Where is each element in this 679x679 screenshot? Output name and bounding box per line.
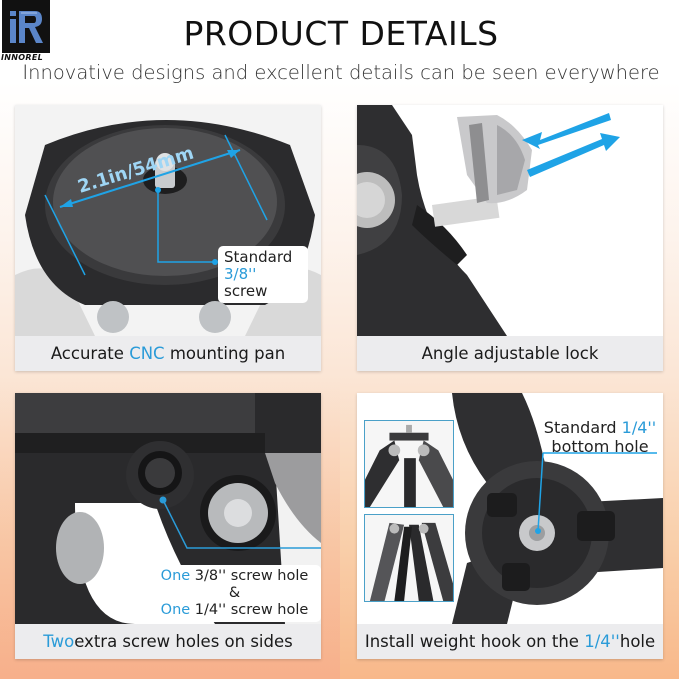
callout-accent: 1/4'' bbox=[621, 418, 657, 437]
bottom-hole-callout: Standard 1/4'' bottom hole bbox=[537, 415, 663, 459]
callout-line: One 1/4'' screw hole bbox=[154, 602, 315, 619]
callout-accent: 3/8'' bbox=[224, 265, 257, 283]
brand-name: INNOREL bbox=[1, 53, 43, 62]
innorel-logo-icon bbox=[10, 10, 43, 43]
callout-text: Standard bbox=[543, 418, 622, 437]
panel-angle-lock: Angle adjustable lock bbox=[357, 105, 663, 371]
panel-caption: Angle adjustable lock bbox=[357, 336, 663, 371]
panel-screw-holes: One 3/8'' screw hole & One 1/4'' screw h… bbox=[15, 393, 321, 659]
callout-line: bottom hole bbox=[551, 437, 649, 456]
caption-text: Install weight hook on the bbox=[364, 632, 579, 651]
screw-callout: Standard 3/8'' screw bbox=[218, 246, 308, 303]
panel-caption: Two extra screw holes on sides bbox=[15, 624, 321, 659]
callout-text: 3/8'' screw hole bbox=[190, 568, 309, 584]
callout-line: 3/8'' screw bbox=[224, 266, 302, 300]
caption-text: Angle adjustable lock bbox=[421, 344, 599, 363]
page-subtitle: Innovative designs and excellent details… bbox=[22, 61, 660, 84]
callout-line: Standard bbox=[224, 248, 293, 266]
panel-caption: Install weight hook on the 1/4'' hole bbox=[357, 624, 663, 659]
panel-caption: Accurate CNC mounting pan bbox=[15, 336, 321, 371]
panel-weight-hook: Standard 1/4'' bottom hole Install weigh… bbox=[357, 393, 663, 659]
panel-mounting-pan: 2.1in/54mm Standard 3/8'' screw Accurate… bbox=[15, 105, 321, 371]
callout-text: 1/4'' screw hole bbox=[190, 602, 309, 618]
caption-accent: 1/4'' bbox=[584, 632, 620, 651]
callout-line: Standard 1/4'' bbox=[543, 418, 657, 437]
brand-logo bbox=[2, 0, 50, 53]
caption-text: mounting pan bbox=[169, 344, 286, 363]
screw-holes-callout: One 3/8'' screw hole & One 1/4'' screw h… bbox=[148, 565, 321, 622]
caption-text: hole bbox=[619, 632, 656, 651]
callout-line: One 3/8'' screw hole bbox=[154, 568, 315, 585]
caption-text: Accurate bbox=[50, 344, 124, 363]
tripod-inset-top bbox=[364, 420, 454, 508]
caption-accent: Two bbox=[43, 632, 75, 651]
callout-text: screw bbox=[224, 282, 268, 300]
tripod-inset-bottom bbox=[364, 514, 454, 602]
callout-accent: One bbox=[160, 602, 191, 618]
caption-accent: CNC bbox=[129, 344, 165, 363]
callout-line: & bbox=[228, 585, 241, 601]
callout-accent: One bbox=[160, 568, 191, 584]
angle-lock-photo bbox=[357, 105, 663, 336]
caption-text: extra screw holes on sides bbox=[74, 632, 293, 651]
page-title: PRODUCT DETAILS bbox=[183, 14, 499, 53]
